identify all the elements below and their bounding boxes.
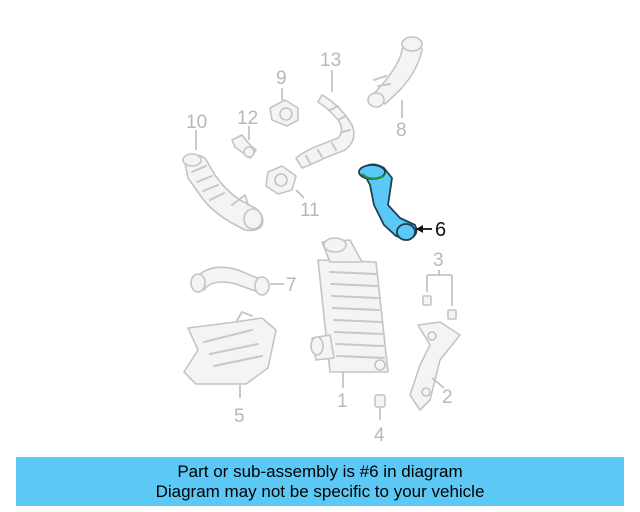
part-13-hose	[295, 94, 355, 169]
callout-9: 9	[276, 68, 287, 89]
parts-diagram: 10 12 9 13 8 11 6	[182, 36, 461, 446]
callout-arrow-6	[416, 225, 423, 233]
callout-7: 7	[286, 275, 297, 296]
part-4-fitting	[374, 394, 386, 408]
part-1-intercooler	[310, 237, 389, 373]
part-7-pipe	[190, 266, 270, 296]
callout-2: 2	[442, 387, 453, 408]
callout-10: 10	[186, 112, 207, 133]
callout-8: 8	[396, 120, 407, 141]
part-11-flange	[265, 165, 297, 195]
callout-11: 11	[300, 200, 320, 221]
callout-6: 6	[435, 219, 446, 241]
part-9-valve	[269, 99, 299, 127]
callout-line-2	[431, 377, 445, 389]
banner-line-2: Diagram may not be specific to your vehi…	[155, 481, 485, 501]
part-10-intake-pipe	[182, 153, 264, 232]
callout-line-11	[295, 189, 305, 199]
callout-12: 12	[237, 108, 258, 129]
info-banner: Part or sub-assembly is #6 in diagram Di…	[16, 457, 624, 506]
banner-line-1: Part or sub-assembly is #6 in diagram	[177, 461, 463, 481]
callout-5: 5	[234, 406, 245, 427]
callout-3: 3	[433, 250, 444, 271]
part-8-hose	[367, 36, 423, 108]
callout-1: 1	[337, 391, 348, 412]
callout-4: 4	[374, 425, 385, 446]
part-12-sensor	[231, 134, 257, 159]
part-6-hose-highlighted	[358, 163, 418, 241]
callout-13: 13	[320, 50, 341, 71]
part-2-bracket	[409, 321, 461, 411]
part-5-air-guide	[183, 311, 277, 385]
part-3-fasteners	[422, 274, 457, 320]
